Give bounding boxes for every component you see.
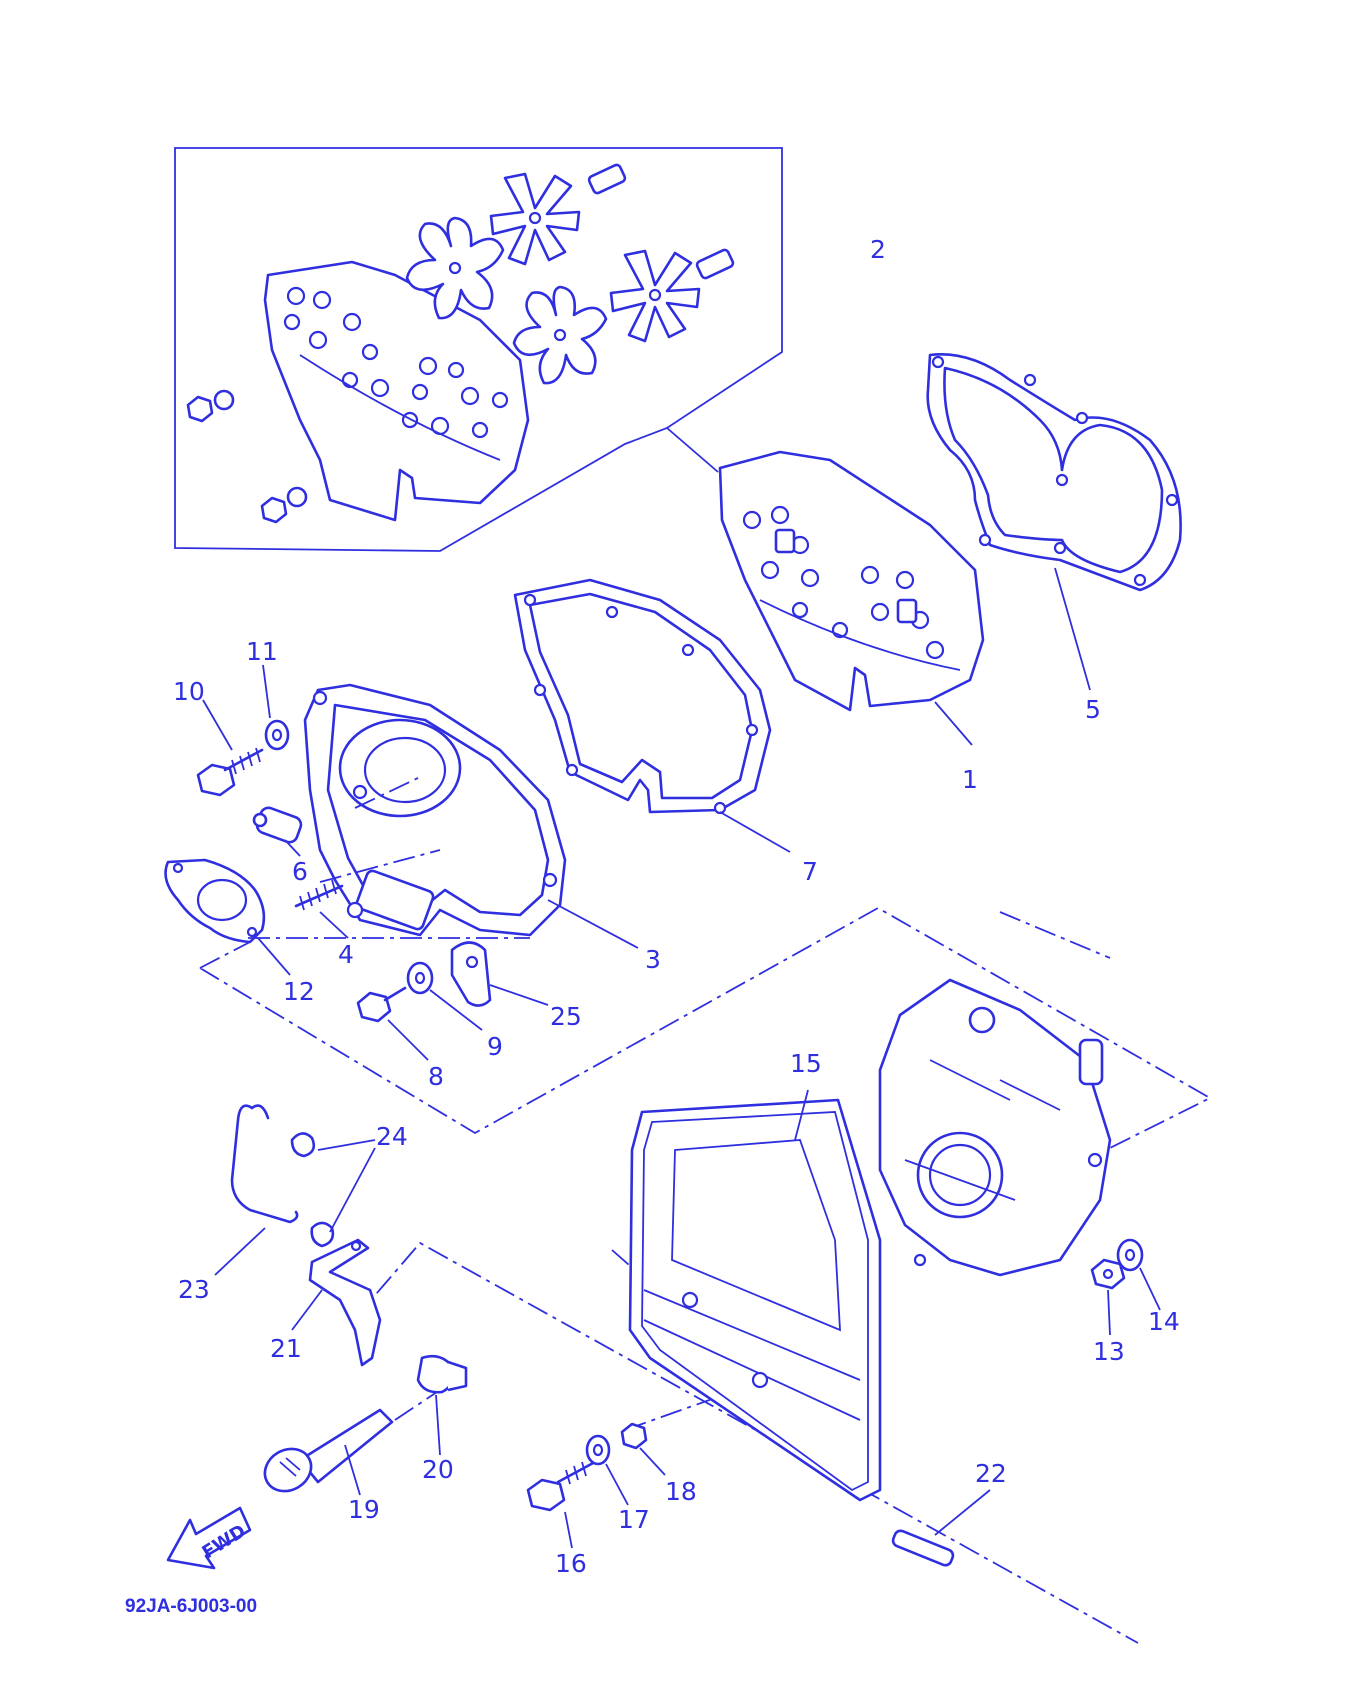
- leader-1: [934, 701, 973, 746]
- leader-17: [605, 1463, 629, 1506]
- callout-10: 10: [173, 677, 205, 706]
- leader-6: [284, 839, 301, 857]
- part-3-cover: [303, 683, 567, 937]
- part-4-stud: [294, 879, 344, 911]
- callout-labels: 1 2 3 4 5 6 7 8 9 10 11 12 13 14 15 16 1…: [173, 235, 1180, 1578]
- carburetor: [878, 978, 1112, 1277]
- callout-19: 19: [348, 1495, 380, 1524]
- callout-24: 24: [376, 1122, 408, 1151]
- callout-17: 17: [618, 1505, 650, 1534]
- guide-line-upper: [199, 777, 1212, 1149]
- leader-10: [202, 699, 233, 751]
- part-20-bushing: [416, 1354, 468, 1394]
- callout-11: 11: [246, 637, 278, 666]
- leader-14: [1139, 1267, 1161, 1311]
- leader-3: [547, 899, 639, 949]
- callout-4: 4: [338, 940, 354, 969]
- assembly-2-leader-line: [666, 427, 719, 473]
- callout-7: 7: [802, 857, 818, 886]
- leader-15: [794, 1089, 809, 1141]
- part-25-clamp: [450, 941, 492, 1007]
- leader-18: [639, 1447, 666, 1476]
- part-13-nut: [1090, 1258, 1126, 1290]
- leader-22: [934, 1489, 991, 1536]
- leader-21: [291, 1289, 323, 1331]
- part-24-clips: [290, 1132, 335, 1248]
- callout-5: 5: [1085, 695, 1101, 724]
- part-7-gasket: [513, 578, 772, 815]
- leader-8: [387, 1019, 429, 1061]
- fwd-arrow-icon: FWD: [166, 1506, 252, 1570]
- callout-12: 12: [283, 977, 315, 1006]
- callout-1: 1: [962, 765, 978, 794]
- callout-3: 3: [645, 945, 661, 974]
- callout-23: 23: [178, 1275, 210, 1304]
- part-15-airbox: [628, 1098, 882, 1502]
- callout-16: 16: [555, 1549, 587, 1578]
- assembly-2-impellers: [405, 172, 701, 385]
- part-1-plate: [718, 450, 985, 712]
- part-23-rod: [230, 1104, 299, 1224]
- callout-9: 9: [487, 1032, 503, 1061]
- leader-11: [262, 664, 271, 719]
- callout-25: 25: [550, 1002, 582, 1031]
- part-5-gasket: [926, 353, 1182, 592]
- part-14-washer: [1116, 1238, 1144, 1272]
- leader-23: [214, 1227, 266, 1276]
- leader-4: [319, 911, 349, 939]
- callout-8: 8: [428, 1062, 444, 1091]
- assembly-2-outline: [174, 147, 783, 552]
- part-9-washer: [406, 961, 434, 995]
- part-18-nut: [620, 1422, 648, 1450]
- leader-16: [564, 1511, 573, 1549]
- callout-13: 13: [1093, 1337, 1125, 1366]
- callout-18: 18: [665, 1477, 697, 1506]
- leader-20: [435, 1394, 441, 1456]
- leader-5: [1054, 567, 1091, 691]
- assembly-2-bolts: [186, 163, 735, 524]
- leader-7: [719, 811, 791, 853]
- leader-19: [344, 1444, 361, 1496]
- assembly-2-plate: [263, 260, 530, 522]
- part-8-bolt: [356, 986, 407, 1023]
- leader-24: [317, 1139, 376, 1233]
- part-17-washer: [585, 1434, 611, 1466]
- callout-15: 15: [790, 1049, 822, 1078]
- leader-9: [429, 989, 483, 1031]
- leader-25: [489, 984, 549, 1006]
- part-11-washer: [264, 719, 290, 751]
- part-16-bolt: [526, 1460, 597, 1512]
- part-12-gasket: [164, 858, 266, 944]
- callout-2: 2: [870, 235, 886, 264]
- callout-22: 22: [975, 1459, 1007, 1488]
- leader-13: [1107, 1289, 1111, 1336]
- leader-12: [257, 937, 291, 976]
- callout-6: 6: [292, 857, 308, 886]
- callout-20: 20: [422, 1455, 454, 1484]
- part-6-dowel: [252, 806, 303, 844]
- part-19-choke-knob: [263, 1408, 394, 1493]
- part-22-pin: [891, 1529, 955, 1567]
- callout-14: 14: [1148, 1307, 1180, 1336]
- part-10-bolt: [196, 747, 264, 797]
- part-21-lever: [308, 1238, 382, 1367]
- diagram-code: 92JA-6J003-00: [125, 1596, 257, 1617]
- callout-21: 21: [270, 1334, 302, 1363]
